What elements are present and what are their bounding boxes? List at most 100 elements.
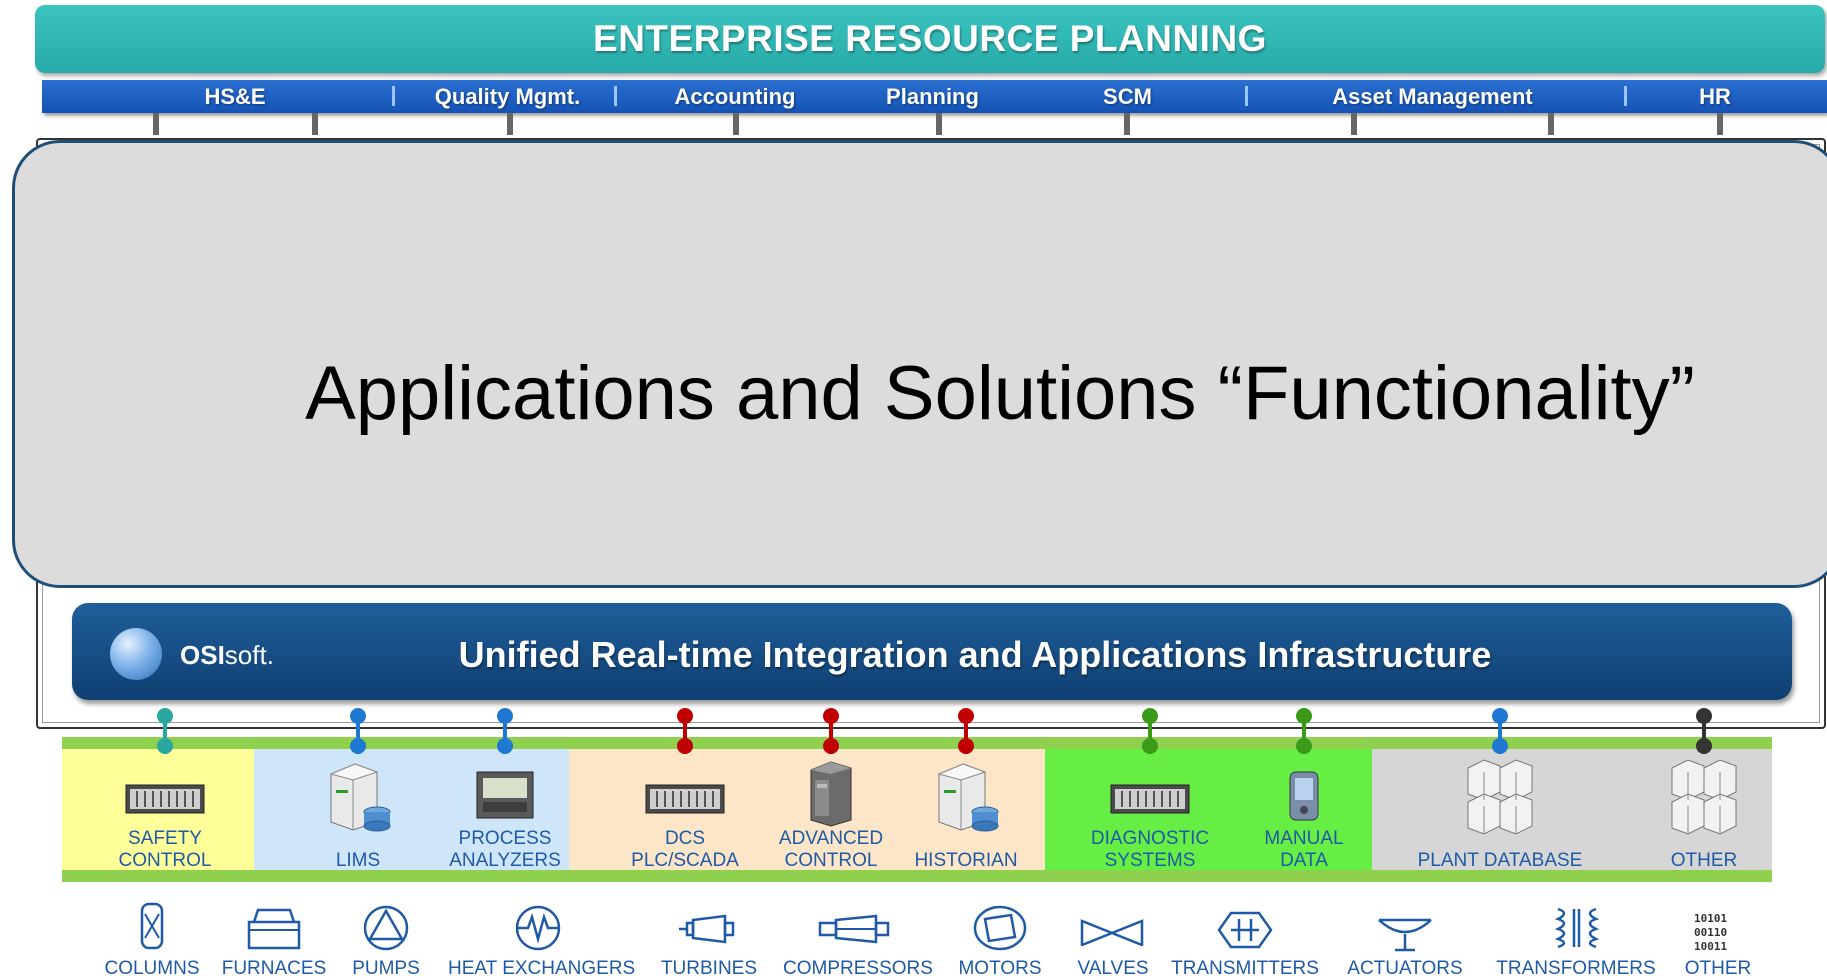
- system-connector-node: [677, 708, 693, 724]
- system-connector-node: [497, 708, 513, 724]
- erp-separator: [1624, 86, 1627, 106]
- binary-line: 10011: [1694, 940, 1728, 953]
- turbine-icon: [677, 912, 741, 951]
- system-label-line2: DATA: [1280, 850, 1328, 871]
- erp-banner: [35, 5, 1825, 73]
- system-label-line1: PROCESS: [458, 828, 552, 849]
- system-label-line1: [876, 828, 1056, 850]
- system-label-line1: MANUAL: [1264, 828, 1344, 849]
- system-label-line2: PLANT DATABASE: [1417, 850, 1583, 871]
- motor-icon: [973, 905, 1027, 956]
- binary-line: 10101: [1694, 912, 1728, 925]
- system-strip-bottom: [62, 870, 1772, 882]
- system-label-line2: HISTORIAN: [914, 850, 1018, 871]
- heat-exchanger-icon: [512, 905, 564, 956]
- erp-connector: [507, 113, 513, 135]
- compressor-icon: [818, 912, 898, 951]
- system-label-line1: [1410, 828, 1590, 850]
- erp-separator: [614, 86, 617, 106]
- osisoft-brand: OSIsoft.: [180, 640, 274, 670]
- lims-label: LIMS: [268, 828, 448, 872]
- system-connector: [163, 716, 167, 754]
- device-label: FURNACES: [221, 958, 327, 979]
- system-label-line2: SYSTEMS: [1104, 850, 1196, 871]
- actuator-icon: [1375, 910, 1435, 959]
- device-label: TRANSMITTERS: [1171, 958, 1319, 979]
- lims-icon: [325, 760, 391, 837]
- system-connector-node: [350, 708, 366, 724]
- system-connector-node: [677, 738, 693, 754]
- device-label: ACTUATORS: [1347, 958, 1463, 979]
- erp-connector: [153, 113, 159, 135]
- plant-database-label: PLANT DATABASE: [1410, 828, 1590, 872]
- erp-module-bar: [42, 80, 1827, 113]
- system-connector: [503, 716, 507, 754]
- system-label-line2: CONTROL: [784, 850, 878, 871]
- furnace-icon: [246, 904, 302, 955]
- safety-control-icon: [125, 782, 205, 821]
- system-connector: [1498, 716, 1502, 754]
- system-connector-node: [157, 738, 173, 754]
- erp-connector: [1124, 113, 1130, 135]
- device-label: VALVES: [1077, 958, 1149, 979]
- system-connector-node: [958, 738, 974, 754]
- erp-connector: [936, 113, 942, 135]
- erp-module-quality: Quality Mgmt.: [434, 84, 581, 109]
- device-label: HEAT EXCHANGERS: [448, 958, 636, 979]
- device-label: OTHER: [1684, 958, 1752, 979]
- column-icon: [137, 902, 167, 955]
- system-label-line1: DCS: [664, 828, 706, 849]
- process-analyzers-icon: [475, 770, 535, 825]
- erp-separator: [1245, 86, 1248, 106]
- system-connector-node: [1142, 708, 1158, 724]
- transformer-icon: [1552, 905, 1600, 956]
- dcs-plc-scada-icon: [645, 782, 725, 821]
- system-connector-node: [1492, 738, 1508, 754]
- system-connector: [1148, 716, 1152, 754]
- erp-connector: [1548, 113, 1554, 135]
- infrastructure-bar: [72, 603, 1792, 700]
- infrastructure-title: Unified Real-time Integration and Applic…: [458, 634, 1492, 675]
- other-system-label: OTHER: [1614, 828, 1794, 872]
- historian-label: HISTORIAN: [876, 828, 1056, 872]
- system-label-line2: OTHER: [1670, 850, 1738, 871]
- erp-module-hse: HS&E: [204, 84, 266, 109]
- erp-module-asset-management: Asset Management: [1332, 84, 1533, 109]
- erp-module-scm: SCM: [1103, 84, 1152, 109]
- device-label: COMPRESSORS: [783, 958, 933, 979]
- erp-connector: [1351, 113, 1357, 135]
- system-connector-node: [1296, 708, 1312, 724]
- system-label-line1: DIAGNOSTIC: [1090, 828, 1210, 849]
- applications-box: [12, 140, 1827, 588]
- device-label: COLUMNS: [104, 958, 200, 979]
- diagnostic-systems-icon: [1110, 782, 1190, 821]
- system-connector-node: [350, 738, 366, 754]
- system-connector: [964, 716, 968, 754]
- system-strip-top: [62, 737, 1772, 749]
- system-connector: [1702, 716, 1706, 754]
- transmitter-icon: [1217, 910, 1273, 955]
- system-connector-node: [823, 738, 839, 754]
- device-label: MOTORS: [958, 958, 1042, 979]
- erp-separator: [392, 86, 395, 106]
- erp-connector: [733, 113, 739, 135]
- system-connector-node: [157, 708, 173, 724]
- applications-title: Applications and Solutions “Functionalit…: [305, 351, 1695, 436]
- system-label-line2: ANALYZERS: [449, 850, 561, 871]
- erp-module-accounting: Accounting: [674, 84, 796, 109]
- system-connector-node: [958, 708, 974, 724]
- device-label: PUMPS: [352, 958, 420, 979]
- advanced-control-icon: [805, 760, 857, 833]
- system-connector: [683, 716, 687, 754]
- system-connector: [829, 716, 833, 754]
- osisoft-logo-icon: [110, 628, 162, 680]
- system-connector-node: [1696, 738, 1712, 754]
- erp-module-hr: HR: [1699, 84, 1731, 109]
- valve-icon: [1078, 916, 1162, 951]
